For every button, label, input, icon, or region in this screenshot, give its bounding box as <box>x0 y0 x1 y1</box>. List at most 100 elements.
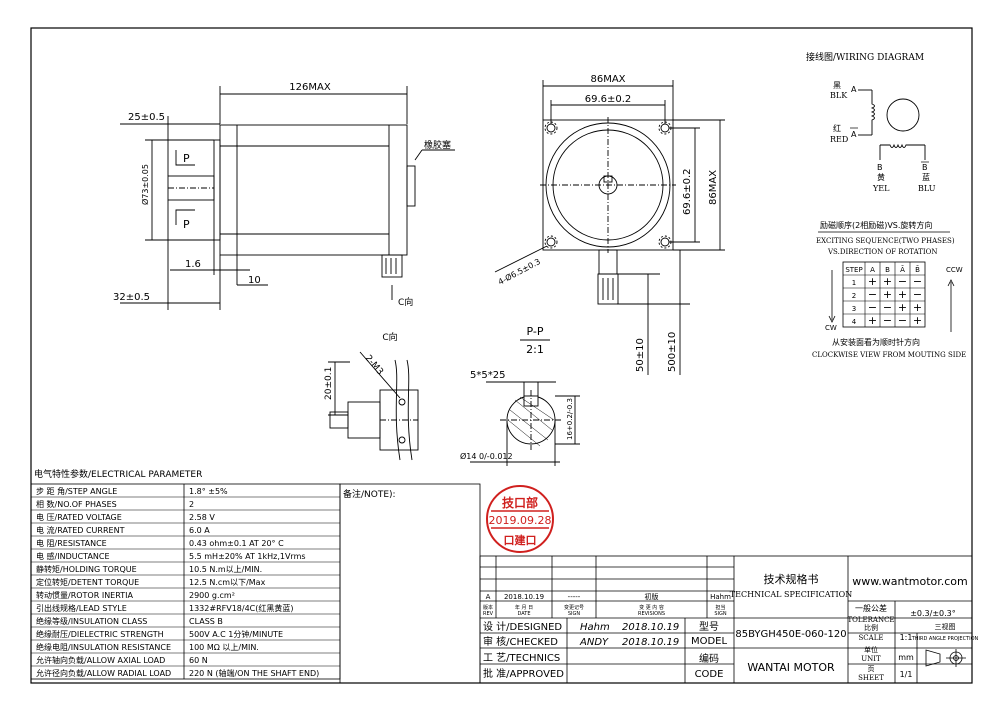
designed-label: 设 计/DESIGNED <box>483 620 562 633</box>
param-value: 10.5 N.m以上/MIN. <box>189 565 262 574</box>
projection-icon <box>925 649 966 667</box>
side-view <box>120 86 455 310</box>
revision-cell: 2018.10.19 <box>504 593 544 601</box>
sheet-value: 1/1 <box>900 670 913 679</box>
sequence-cell: B <box>885 266 890 274</box>
section-pp <box>470 339 580 466</box>
blk-cn: 黑 <box>833 81 841 90</box>
param-label: 电 流/RATED CURRENT <box>36 525 125 535</box>
projection-en: THIRD ANGLE PROJECTION <box>911 636 979 642</box>
checked-label: 审 核/CHECKED <box>483 635 558 648</box>
tolerance-value: ±0.3/±0.3° <box>910 609 956 618</box>
projection-cn: 三视图 <box>935 622 956 631</box>
dim-key: 5*5*25 <box>470 370 505 381</box>
approved-label: 批 准/APPROVED <box>483 667 564 680</box>
sequence-cell: + <box>883 288 892 301</box>
param-value: 100 MΩ 以上/MIN. <box>189 643 259 652</box>
dim-shaft-dia: Ø14 0/-0.012 <box>460 451 513 461</box>
tolerance-cn: 一般公差 <box>855 603 887 613</box>
revision-header-en: SIGN <box>568 611 581 617</box>
electrical-title: 电气特性参数/ELECTRICAL PARAMETER <box>34 468 202 480</box>
revision-cell: A <box>486 593 491 601</box>
dim-depth: 16+0.2/-0.3 <box>566 398 574 440</box>
unit-en: UNIT <box>861 655 881 663</box>
unit-cn: 单位 <box>864 645 878 654</box>
param-label: 定位转矩/DETENT TORQUE <box>36 577 139 587</box>
param-label: 允许径向负载/ALLOW RADIAL LOAD <box>36 668 171 678</box>
sequence-cell: 4 <box>852 318 857 326</box>
cw-label: CW <box>825 324 837 332</box>
yel-cn: 黄 <box>877 172 885 182</box>
spec-cn: 技术规格书 <box>764 572 819 586</box>
dim-holes: 4-Ø6.5±0.3 <box>496 256 542 287</box>
param-label: 电 阻/RESISTANCE <box>36 538 107 548</box>
param-value: 2 <box>189 500 194 509</box>
scale-en: SCALE <box>859 634 884 642</box>
param-label: 电 压/RATED VOLTAGE <box>36 512 122 522</box>
dim-shaft-length: 25±0.5 <box>128 112 165 123</box>
param-label: 步 距 角/STEP ANGLE <box>36 486 117 496</box>
designed-name: Hahm <box>580 622 610 633</box>
designed-date: 2018.10.19 <box>622 622 679 633</box>
yel-en: YEL <box>872 184 890 193</box>
section-mark-top: P <box>183 152 190 165</box>
c-view <box>328 351 419 461</box>
wiring-title: 接线图/WIRING DIAGRAM <box>806 51 924 63</box>
red-cn: 红 <box>833 123 841 133</box>
param-value: 60 N <box>189 656 208 665</box>
sequence-cell: + <box>868 314 877 327</box>
revision-header: 版本 <box>483 604 493 611</box>
revision-cell: Hahm <box>710 593 731 601</box>
sequence-cell: Ā <box>900 265 905 274</box>
dim-lead-2: 500±10 <box>667 332 678 372</box>
dim-height: 86MAX <box>708 170 719 205</box>
param-value: 2.58 V <box>189 513 215 522</box>
tolerance-en: TOLERANCE <box>847 616 894 624</box>
revision-header-en: SIGN <box>714 611 727 617</box>
param-value: 220 N (轴端/ON THE SHAFT END) <box>189 668 319 678</box>
spec-en: TECHNICAL SPECIFICATION <box>730 590 852 599</box>
phase-a-bar: A <box>851 130 857 139</box>
phase-a: A <box>851 85 857 94</box>
seq-title-en2: VS.DIRECTION OF ROTATION <box>827 248 938 256</box>
sequence-cell: − <box>883 301 892 314</box>
revision-header: 年 月 日 <box>515 604 533 611</box>
seq-footer-en: CLOCKWISE VIEW FROM MOUTING SIDE <box>812 351 966 359</box>
note-label: 备注/NOTE): <box>343 488 396 500</box>
revision-header: 变更记号 <box>564 604 584 611</box>
sequence-cell: − <box>913 275 922 288</box>
revision-cell: 初版 <box>645 592 659 601</box>
phase-b-bar: B <box>922 163 928 172</box>
dim-lead-1: 50±10 <box>635 338 646 372</box>
sequence-cell: + <box>898 288 907 301</box>
sequence-cell: 2 <box>852 292 856 300</box>
sheet-en: SHEET <box>858 674 884 682</box>
ccw-label: CCW <box>946 266 963 274</box>
param-value: 500V A.C 1分钟/MINUTE <box>189 629 283 639</box>
sheet-cn: 页 <box>868 665 875 673</box>
param-label: 相 数/NO.OF PHASES <box>36 499 117 509</box>
seq-title-en1: EXCITING SEQUENCE(TWO PHASES) <box>816 237 955 245</box>
red-en: RED <box>830 135 848 144</box>
dim-diameter: Ø73±0.05 <box>140 164 150 205</box>
scale-value: 1:1 <box>900 633 913 642</box>
title-block <box>479 555 973 684</box>
blu-cn: 蓝 <box>922 172 930 182</box>
revision-header: 变 更 内 容 <box>639 604 664 611</box>
sequence-cell: STEP <box>845 266 862 274</box>
scale-cn: 比例 <box>864 623 878 632</box>
dim-20: 20±0.1 <box>324 367 334 400</box>
approval-stamp: 技口部 2019.09.28 口建口 <box>486 485 554 553</box>
sequence-cell: + <box>883 275 892 288</box>
sequence-cell: − <box>883 314 892 327</box>
param-value: 1332#RFV18/4C(红黑黄蓝) <box>189 603 294 613</box>
param-label: 绝缘等级/INSULATION CLASS <box>36 616 147 626</box>
section-scale: 2:1 <box>526 343 544 356</box>
phase-b: B <box>877 163 883 172</box>
revision-header-en: DATE <box>517 611 530 617</box>
revision-cell: ----- <box>568 593 581 601</box>
seq-title-cn: 励磁顺序(2相励磁)VS.旋转方向 <box>820 220 932 230</box>
dim-length: 126MAX <box>289 82 331 93</box>
